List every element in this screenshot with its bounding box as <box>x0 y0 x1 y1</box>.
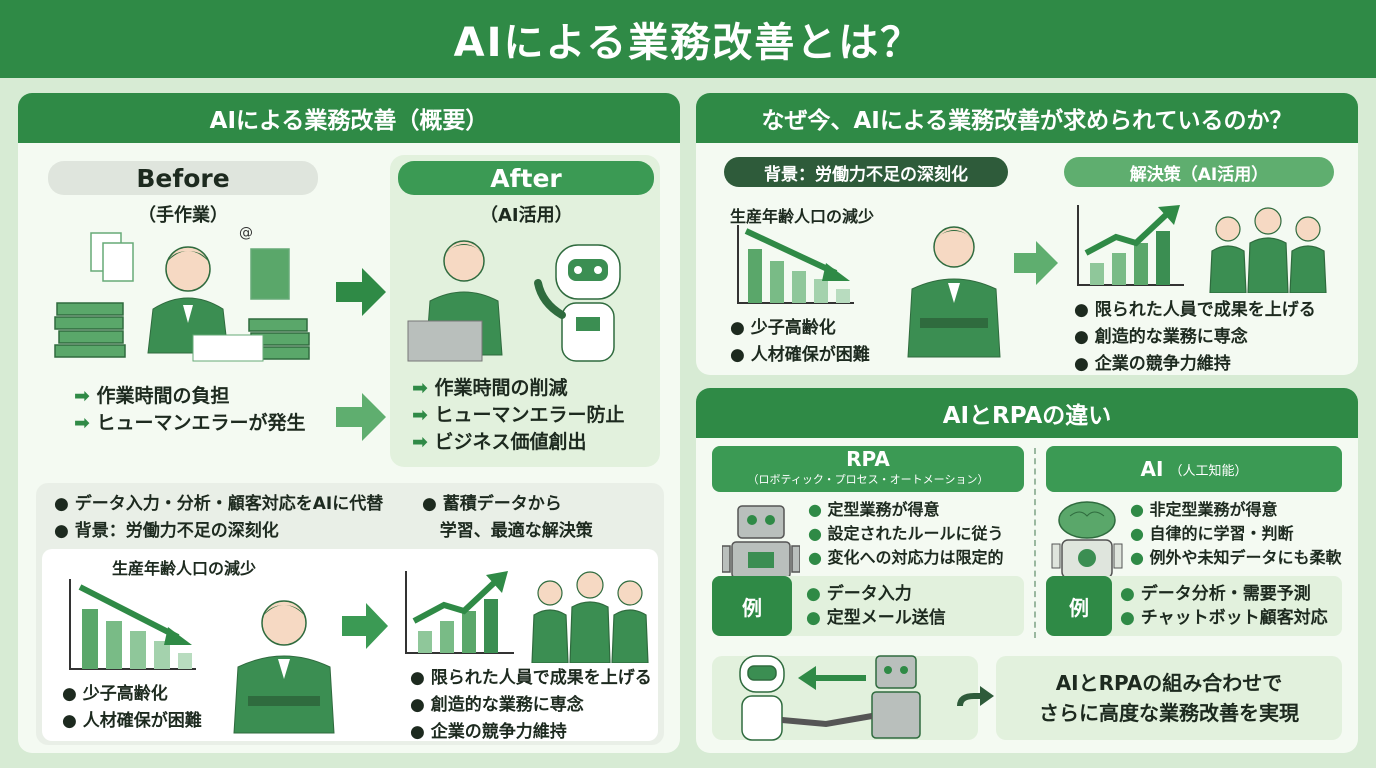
problem-list: ● 少子高齢化 ● 人材確保が困難 <box>62 681 202 735</box>
benefit-list: ● 限られた人員で成果を上げる ● 創造的な業務に専念 ● 企業の競争力維持 <box>1074 297 1316 375</box>
curved-arrow-icon <box>957 686 994 707</box>
stressed-worker-illustration: @ <box>54 225 310 362</box>
rpa-example-label: 例 <box>712 576 792 636</box>
right-arrow-icon <box>336 268 386 316</box>
happy-team-illustration <box>1209 207 1327 293</box>
rpa-examples: ● データ入力 ● 定型メール送信 <box>806 582 946 630</box>
svg-text:@: @ <box>239 225 253 241</box>
summary-right: ● 蓄積データから 学習、最適な解決策 <box>422 491 593 545</box>
problem-list: ● 少子高齢化 ● 人材確保が困難 <box>730 315 870 369</box>
benefit-item: ● 企業の競争力維持 <box>1074 354 1231 374</box>
rpa-header: RPA （ロボティック・プロセス・オートメーション） <box>712 446 1024 492</box>
right-arrow-icon <box>1014 241 1058 285</box>
why-panel: なぜ今、AIによる業務改善が求められているのか？ 背景：労働力不足の深刻化 解決… <box>696 93 1358 375</box>
before-item: ➡ 作業時間の負担 <box>74 385 230 407</box>
rpa-sub: （ロボティック・プロセス・オートメーション） <box>747 473 989 486</box>
diff-header: AIとRPAの違い <box>696 388 1358 438</box>
benefit-item: ● 限られた人員で成果を上げる <box>1074 300 1316 320</box>
summary-left: ● データ入力・分析・顧客対応をAIに代替 ● 背景：労働力不足の深刻化 <box>54 491 383 545</box>
benefit-item: ● 創造的な業務に専念 <box>410 695 584 715</box>
ai-feature: ● 例外や未知データにも柔軟 <box>1130 548 1342 567</box>
summary-item: ● データ入力・分析・顧客対応をAIに代替 <box>54 494 384 514</box>
before-item: ➡ ヒューマンエラーが発生 <box>74 412 306 434</box>
before-label: Before <box>48 161 318 195</box>
background-label: 背景：労働力不足の深刻化 <box>724 157 1008 187</box>
ai-label: AI <box>1140 457 1164 481</box>
worker-with-robot-illustration <box>407 240 621 362</box>
benefit-item: ● 限られた人員で成果を上げる <box>410 668 652 688</box>
ai-header: AI （人工知能） <box>1046 446 1342 492</box>
combo-line: さらに高度な業務改善を実現 <box>1039 701 1299 725</box>
benefit-item: ● 企業の競争力維持 <box>410 722 567 742</box>
problem-item: ● 少子高齢化 <box>62 684 168 704</box>
problem-item: ● 人材確保が困難 <box>62 711 202 731</box>
rpa-example: ● 定型メール送信 <box>806 608 946 628</box>
rpa-example: ● データ入力 <box>806 584 912 604</box>
rpa-feature: ● 変化への対応力は限定的 <box>808 548 1004 567</box>
summary-item: 学習、最適な解決策 <box>439 521 593 541</box>
column-divider <box>1034 448 1036 638</box>
problem-item: ● 少子高齢化 <box>730 318 836 338</box>
benefit-item: ● 創造的な業務に専念 <box>1074 327 1248 347</box>
ai-example: ● チャットボット顧客対応 <box>1120 608 1328 628</box>
rpa-features: ● 定型業務が得意 ● 設定されたルールに従う ● 変化への対応力は限定的 <box>808 498 1004 570</box>
worried-person-illustration <box>233 600 335 734</box>
rpa-label: RPA <box>846 447 890 471</box>
after-label: After <box>398 161 654 195</box>
growth-chart-icon <box>405 571 514 654</box>
summary-item: ● 蓄積データから <box>422 494 562 514</box>
after-item: ➡ ビジネス価値創出 <box>412 431 587 453</box>
ai-sub: （人工知能） <box>1169 463 1248 479</box>
ai-feature: ● 自律的に学習・判断 <box>1130 524 1294 543</box>
decline-chart-icon <box>69 579 196 670</box>
chart-label: 生産年齢人口の減少 <box>112 559 257 578</box>
after-sub: （AI活用） <box>480 205 573 226</box>
problem-item: ● 人材確保が困難 <box>730 345 870 365</box>
ai-feature: ● 非定型業務が得意 <box>1130 500 1278 519</box>
combo-line: AIとRPAの組み合わせで <box>1055 671 1283 695</box>
before-sub: （手作業） <box>138 205 228 226</box>
why-header: なぜ今、AIによる業務改善が求められているのか？ <box>696 93 1358 143</box>
chart-label: 生産年齢人口の減少 <box>730 207 875 226</box>
overview-header: AIによる業務改善（概要） <box>18 93 680 143</box>
overview-panel: AIによる業務改善（概要） Before （手作業） @ ➡ 作業時間の負担 ➡… <box>18 93 680 753</box>
ai-example-label: 例 <box>1046 576 1112 636</box>
happy-team-illustration <box>531 571 649 663</box>
after-item: ➡ ヒューマンエラー防止 <box>412 404 625 426</box>
before-items: ➡ 作業時間の負担 ➡ ヒューマンエラーが発生 <box>74 383 306 437</box>
combo-box: AIとRPAの組み合わせで さらに高度な業務改善を実現 <box>996 656 1342 740</box>
decline-chart-icon <box>737 225 854 304</box>
solution-label: 解決策（AI活用） <box>1064 157 1334 187</box>
after-items: ➡ 作業時間の削減 ➡ ヒューマンエラー防止 ➡ ビジネス価値創出 <box>412 375 625 456</box>
worried-person-illustration <box>907 226 1001 358</box>
after-item: ➡ 作業時間の削減 <box>412 377 568 399</box>
summary-item: ● 背景：労働力不足の深刻化 <box>54 521 279 541</box>
diff-panel: AIとRPAの違い RPA （ロボティック・プロセス・オートメーション） ● 定… <box>696 388 1358 753</box>
ai-features: ● 非定型業務が得意 ● 自律的に学習・判断 ● 例外や未知データにも柔軟 <box>1130 498 1342 570</box>
robots-handshake-illustration <box>739 655 921 741</box>
growth-chart-icon <box>1077 205 1184 286</box>
ai-example: ● データ分析・需要予測 <box>1120 584 1311 604</box>
page-title: AIによる業務改善とは？ <box>0 0 1376 78</box>
right-arrow-icon <box>336 393 386 441</box>
right-arrow-icon <box>342 603 388 649</box>
rpa-feature: ● 定型業務が得意 <box>808 500 940 519</box>
benefit-list: ● 限られた人員で成果を上げる ● 創造的な業務に専念 ● 企業の競争力維持 <box>410 665 652 746</box>
ai-examples: ● データ分析・需要予測 ● チャットボット顧客対応 <box>1120 582 1328 630</box>
rpa-feature: ● 設定されたルールに従う <box>808 524 1004 543</box>
rpa-robot-icon <box>722 505 800 599</box>
